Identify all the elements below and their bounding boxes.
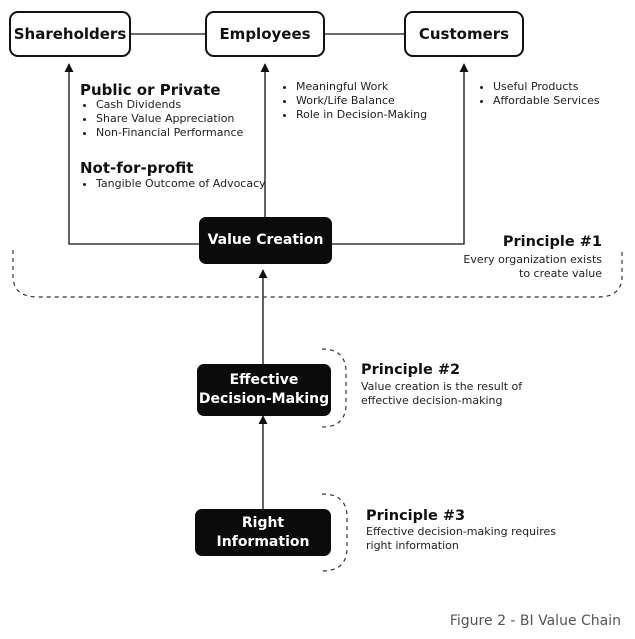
shareholders-box: Shareholders <box>9 11 131 57</box>
figure-caption: Figure 2 - BI Value Chain <box>449 613 621 629</box>
customers-box: Customers <box>404 11 524 57</box>
list-item: Non-Financial Performance <box>96 126 243 140</box>
principle-3-line-2: right information <box>366 539 459 552</box>
principle-3-title: Principle #3 <box>366 508 466 524</box>
employees-box: Employees <box>205 11 325 57</box>
effective-decision-making-box: Effective Decision-Making <box>197 364 331 416</box>
list-item: Useful Products <box>493 80 600 94</box>
principle-2-line-2: effective decision-making <box>361 394 503 407</box>
principle-2-line-1: Value creation is the result of <box>361 380 523 393</box>
principle-1-bracket <box>12 250 623 298</box>
effective-line-2: Decision-Making <box>198 391 330 407</box>
employee-list: Meaningful Work Work/Life Balance Role i… <box>280 80 427 122</box>
principle-3-desc: Effective decision-making requires right… <box>366 525 556 553</box>
list-item: Role in Decision-Making <box>296 108 427 122</box>
principle-3-line-1: Effective decision-making requires <box>366 525 556 538</box>
public-private-heading: Public or Private <box>80 81 221 99</box>
list-item: Cash Dividends <box>96 98 243 112</box>
customer-list: Useful Products Affordable Services <box>477 80 600 108</box>
arrow-to-customers <box>331 63 469 245</box>
arrow-to-shareholders <box>64 63 199 245</box>
principle-2-title: Principle #2 <box>361 362 461 378</box>
principle-1-title: Principle #1 <box>502 234 602 250</box>
list-item: Affordable Services <box>493 94 600 108</box>
principle-1-desc: Every organization exists to create valu… <box>463 253 602 281</box>
list-item: Work/Life Balance <box>296 94 427 108</box>
list-item: Meaningful Work <box>296 80 427 94</box>
list-item: Share Value Appreciation <box>96 112 243 126</box>
right-information-box: Right Information <box>195 509 331 556</box>
principle-1-line-2: to create value <box>519 267 602 280</box>
list-item: Tangible Outcome of Advocacy <box>96 177 266 191</box>
public-private-list: Cash Dividends Share Value Appreciation … <box>80 98 243 140</box>
not-for-profit-heading: Not-for-profit <box>80 159 194 177</box>
value-creation-box: Value Creation <box>199 217 332 264</box>
effective-line-1: Effective <box>229 372 299 388</box>
not-for-profit-list: Tangible Outcome of Advocacy <box>80 177 266 191</box>
principle-1-line-1: Every organization exists <box>463 253 602 266</box>
principle-2-desc: Value creation is the result of effectiv… <box>361 380 522 408</box>
